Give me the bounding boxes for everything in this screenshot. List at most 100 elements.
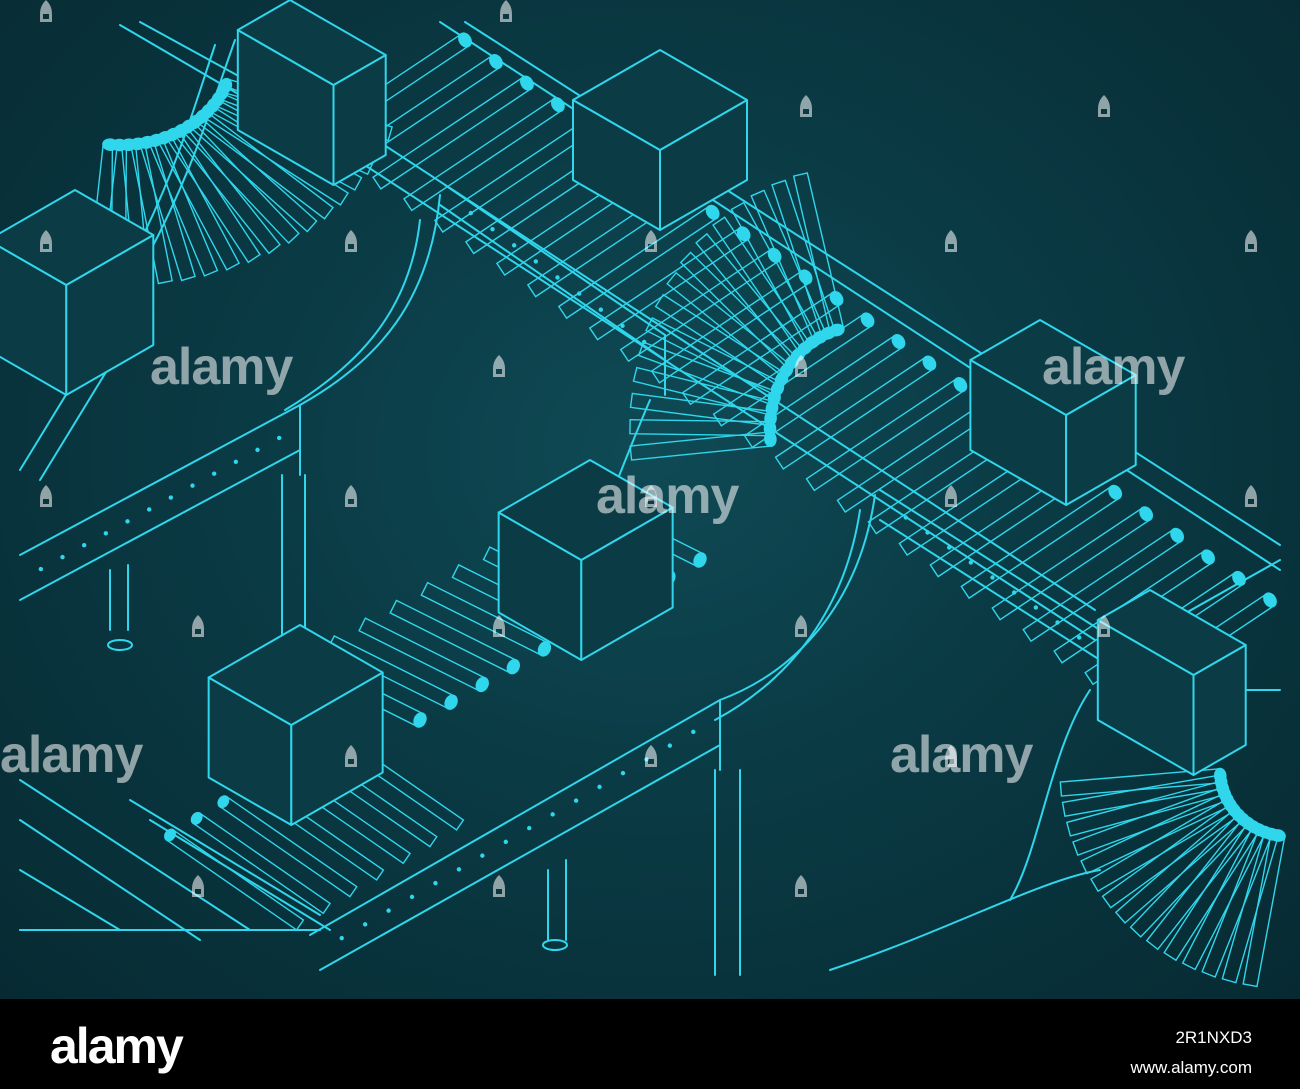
rail-hole — [386, 908, 391, 913]
pin-shape — [945, 485, 957, 507]
frame-line — [879, 489, 1101, 631]
watermark-bottom-left: alamy — [0, 726, 143, 784]
cardboard-box — [497, 459, 674, 661]
rail-hole — [339, 935, 344, 941]
rail-hole — [490, 226, 495, 232]
roller-body — [157, 133, 241, 271]
alamy-pin-icon — [1098, 615, 1110, 637]
frame-line — [19, 779, 251, 931]
rail-hole — [468, 210, 474, 216]
frame-line — [829, 869, 1101, 971]
alamy-pin-icon — [345, 230, 357, 252]
pin-shape — [345, 745, 357, 767]
rail-hole — [1076, 635, 1082, 640]
rail-hole — [60, 554, 65, 560]
roller-cap — [217, 795, 230, 809]
roller-cap — [520, 75, 534, 91]
watermark-bottom-right: alamy — [890, 726, 1033, 784]
pin-shape — [800, 95, 812, 117]
alamy-pin-icon — [945, 485, 957, 507]
pin-shape — [192, 875, 204, 897]
rail-hole — [620, 323, 625, 329]
frame-line — [444, 184, 666, 336]
roller-cap — [475, 676, 489, 693]
cardboard-box — [572, 49, 748, 231]
rail-hole — [211, 471, 217, 476]
pin-shape — [493, 355, 505, 377]
boxes-layer — [0, 0, 1247, 826]
pin-shape — [1098, 95, 1110, 117]
pin-shape — [645, 485, 657, 507]
rail-hole — [103, 531, 109, 536]
rail-hole — [1011, 590, 1017, 595]
watermark-left: alamy — [150, 338, 293, 396]
footer-bar: alamy 2R1NXD3 www.alamy.com — [0, 999, 1300, 1089]
alamy-pin-icon — [192, 875, 204, 897]
roller-body — [165, 829, 305, 931]
box-top — [236, 0, 387, 86]
roller-cap — [767, 247, 782, 263]
roller-body — [1181, 825, 1267, 971]
roller-cap — [828, 323, 845, 337]
rail-hole — [527, 825, 532, 831]
footer-image-info: 2R1NXD3 www.alamy.com — [1130, 1023, 1252, 1083]
roller — [557, 204, 720, 320]
pin-shape — [795, 615, 807, 637]
rail-hole — [456, 867, 462, 872]
alamy-pin-icon — [795, 875, 807, 897]
rail-hole — [555, 275, 560, 280]
pin-shape — [40, 0, 52, 22]
frame-line — [439, 204, 666, 361]
roller — [358, 617, 489, 693]
roller — [217, 795, 358, 898]
rail-hole — [409, 894, 415, 900]
frame-line — [719, 494, 876, 701]
cardboard-box — [236, 0, 387, 186]
rail-hole — [168, 495, 174, 500]
frame-line — [119, 24, 241, 96]
roller — [650, 269, 813, 384]
roller-cap — [860, 312, 875, 328]
rail-hole — [81, 543, 87, 548]
alamy-pin-icon — [500, 0, 512, 22]
cardboard-box — [0, 189, 155, 396]
alamy-pin-icon — [493, 615, 505, 637]
alamy-pin-icon — [800, 95, 812, 117]
roller-cap — [693, 552, 707, 568]
roller — [403, 97, 565, 212]
alamy-pin-icon — [345, 485, 357, 507]
alamy-pin-icon — [645, 745, 657, 767]
frame-line — [319, 744, 721, 971]
rail-hole — [146, 507, 152, 512]
pin-shape — [945, 230, 957, 252]
roller — [960, 484, 1123, 600]
alamy-pin-icon — [40, 485, 52, 507]
footer-logo: alamy — [50, 1018, 184, 1074]
frame-line — [714, 509, 861, 721]
box-top — [0, 189, 155, 286]
frame-line — [19, 819, 201, 941]
rail-hole — [1055, 620, 1060, 625]
pin-shape — [1245, 485, 1257, 507]
roller-cap — [190, 811, 203, 825]
rail-hole — [255, 447, 260, 453]
alamy-pin-icon — [1245, 485, 1257, 507]
roller-cap — [953, 377, 968, 393]
pin-shape — [795, 875, 807, 897]
roller — [774, 355, 937, 470]
roller-cap — [164, 828, 176, 842]
box-top — [1096, 589, 1247, 676]
alamy-pin-icon — [645, 485, 657, 507]
roller-cap — [1170, 527, 1185, 543]
box-top — [497, 459, 674, 561]
alamy-pin-icon — [795, 355, 807, 377]
roller-cap — [102, 138, 119, 151]
frame-line — [149, 819, 331, 931]
pin-shape — [493, 875, 505, 897]
roller-cap — [550, 97, 565, 113]
pin-shape — [40, 230, 52, 252]
rail-hole — [620, 770, 626, 776]
roller-cap — [1108, 484, 1123, 500]
leveling-foot — [107, 639, 133, 651]
alamy-pin-icon — [795, 615, 807, 637]
